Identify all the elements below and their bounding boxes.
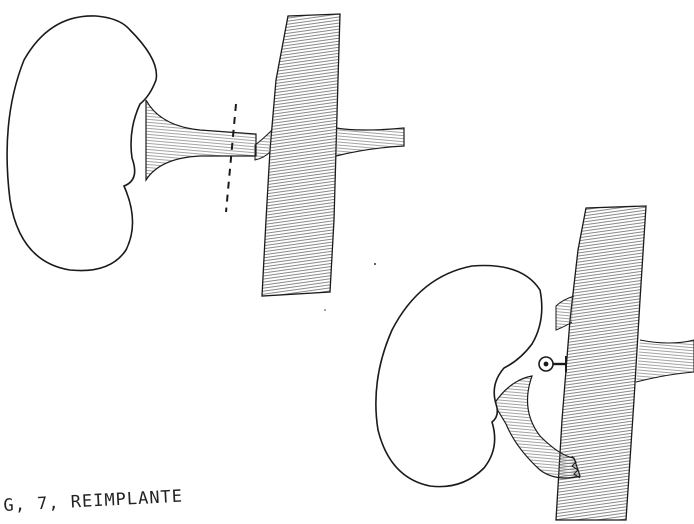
top-renal-artery xyxy=(146,100,256,180)
top-aorta xyxy=(255,14,404,296)
bottom-kidney xyxy=(376,266,542,487)
clip xyxy=(539,356,566,372)
top-drawing xyxy=(7,14,404,296)
stray-marks xyxy=(324,263,376,311)
bottom-drawing xyxy=(376,206,694,520)
top-kidney xyxy=(7,16,156,271)
cut-line xyxy=(226,104,236,212)
